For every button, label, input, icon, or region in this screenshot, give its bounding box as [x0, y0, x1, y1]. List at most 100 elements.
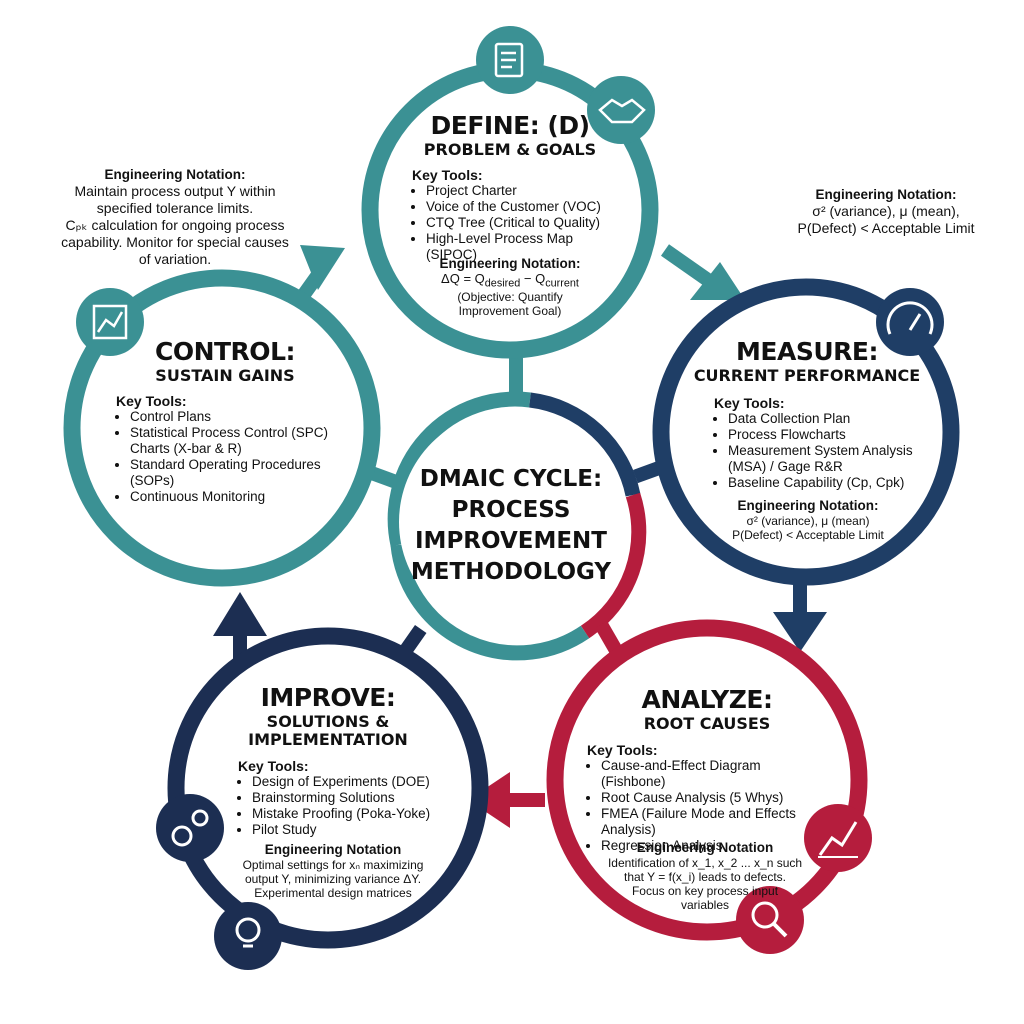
right-engineering-note: Engineering Notation: σ² (variance), μ (…: [768, 186, 1004, 237]
define-tool: High-Level Process Map (SIPOC): [426, 231, 622, 263]
control-tool: Statistical Process Control (SPC) Charts…: [130, 425, 336, 457]
measure-tools-label: Key Tools:: [714, 395, 785, 411]
arrow-analyze-to-improve: [468, 772, 510, 828]
define-title: DEFINE: (D): [430, 111, 590, 140]
control-tool: Continuous Monitoring: [130, 489, 336, 505]
define-tool: Voice of the Customer (VOC): [426, 199, 622, 215]
improve-title: IMPROVE:: [260, 683, 396, 712]
analyze-eng: Engineering Notation Identification of x…: [600, 840, 810, 912]
analyze-title: ANALYZE:: [641, 685, 773, 714]
define-eng-formula: ΔQ = Qdesired − Qcurrent: [430, 270, 590, 291]
analyze-tools: Key Tools: Cause-and-Effect Diagram (Fis…: [587, 742, 827, 854]
right-note-label: Engineering Notation:: [815, 187, 957, 202]
left-note-line: of variation.: [138, 251, 212, 267]
arrow-measure-to-analyze: [773, 612, 827, 652]
measure-title: MEASURE:: [736, 337, 878, 366]
center-title-line1: DMAIC CYCLE:: [419, 466, 603, 492]
control-tool: Standard Operating Procedures (SOPs): [130, 457, 336, 489]
define-subtitle: PROBLEM & GOALS: [423, 139, 597, 159]
measure-content: MEASURE: CURRENT PERFORMANCE: [690, 337, 924, 385]
improve-subtitle-line: SOLUTIONS &: [266, 711, 390, 731]
control-chart-icon: [76, 288, 144, 356]
handshake-icon: [587, 76, 655, 144]
analyze-eng-label: Engineering Notation: [636, 840, 774, 855]
right-note-line: P(Defect) < Acceptable Limit: [797, 220, 975, 236]
define-eng-sub-desired: desired: [484, 277, 521, 290]
measure-eng-line: σ² (variance), μ (mean): [746, 513, 870, 528]
measure-tool: Process Flowcharts: [728, 427, 928, 443]
improve-eng-label: Engineering Notation: [264, 842, 402, 857]
measure-tool: Measurement System Analysis (MSA) / Gage…: [728, 443, 928, 475]
analyze-tool: FMEA (Failure Mode and Effects Analysis): [601, 806, 827, 838]
arrow-improve-to-control: [213, 592, 267, 636]
magnifier-icon: [736, 886, 804, 954]
improve-subtitle-line: IMPLEMENTATION: [248, 730, 408, 750]
center-title-line3: IMPROVEMENT: [415, 528, 607, 554]
improve-eng-line: output Y, minimizing variance ΔY.: [244, 871, 422, 886]
improve-tools-list: Design of Experiments (DOE) Brainstormin…: [238, 774, 448, 838]
control-tools: Key Tools: Control Plans Statistical Pro…: [116, 393, 336, 505]
checklist-icon: [476, 26, 544, 94]
analyze-subtitle: ROOT CAUSES: [643, 713, 771, 733]
improve-tool: Pilot Study: [252, 822, 448, 838]
define-eng: Engineering Notation: ΔQ = Qdesired − Qc…: [430, 256, 590, 318]
analyze-content: ANALYZE: ROOT CAUSES: [590, 685, 824, 733]
analyze-eng-line: Focus on key process input: [631, 883, 779, 898]
define-eng-label: Engineering Notation:: [439, 256, 581, 271]
define-tools-list: Project Charter Voice of the Customer (V…: [412, 183, 622, 263]
improve-circle: [167, 627, 489, 949]
measure-eng-label: Engineering Notation:: [737, 498, 879, 513]
measure-eng: Engineering Notation: σ² (variance), μ (…: [718, 498, 898, 542]
control-tool: Control Plans: [130, 409, 336, 425]
analyze-tool: Cause-and-Effect Diagram (Fishbone): [601, 758, 827, 790]
gears-icon: [156, 794, 224, 862]
analyze-eng-line: that Y = f(x_i) leads to defects.: [624, 869, 786, 884]
measure-subtitle: CURRENT PERFORMANCE: [693, 365, 921, 385]
define-content: DEFINE: (D) PROBLEM & GOALS: [395, 111, 625, 159]
define-tools: Key Tools: Project Charter Voice of the …: [412, 167, 622, 263]
analyze-eng-line: Identification of x_1, x_2 ... x_n such: [607, 855, 803, 870]
measure-tools: Key Tools: Data Collection Plan Process …: [714, 395, 928, 491]
define-eng-formula-part: ΔQ = Q: [441, 270, 485, 286]
control-tools-label: Key Tools:: [116, 393, 187, 409]
left-note-label: Engineering Notation:: [104, 167, 246, 182]
center-title-line2: PROCESS: [451, 497, 571, 523]
improve-eng: Engineering Notation Optimal settings fo…: [238, 842, 428, 900]
gauge-icon: [876, 288, 944, 356]
improve-eng-line: Experimental design matrices: [254, 885, 412, 900]
center-title-line4: METHODOLOGY: [410, 559, 612, 585]
left-note-line: Maintain process output Y within: [74, 183, 276, 199]
analyze-tool: Root Cause Analysis (5 Whys): [601, 790, 827, 806]
arrow-define-to-measure: [690, 262, 745, 300]
improve-tool: Brainstorming Solutions: [252, 790, 448, 806]
define-tool: CTQ Tree (Critical to Quality): [426, 215, 622, 231]
control-title: CONTROL:: [154, 337, 296, 366]
define-eng-formula-minus: − Q: [520, 270, 546, 286]
arrow-control-to-define: [300, 245, 345, 290]
measure-tool: Baseline Capability (Cp, Cpk): [728, 475, 928, 491]
improve-content: IMPROVE: SOLUTIONS & IMPLEMENTATION: [228, 683, 428, 750]
define-eng-sub-current: current: [545, 277, 579, 290]
center-ring-navy: [528, 392, 641, 497]
center-title: DMAIC CYCLE: PROCESS IMPROVEMENT METHODO…: [401, 464, 621, 588]
left-note-line: capability. Monitor for special causes: [61, 234, 289, 250]
improve-tools: Key Tools: Design of Experiments (DOE) B…: [238, 758, 448, 838]
left-note-line: Cₚₖ calculation for ongoing process: [65, 217, 285, 233]
left-note-line: specified tolerance limits.: [96, 200, 254, 216]
left-engineering-note: Engineering Notation: Maintain process o…: [40, 166, 310, 268]
control-tools-list: Control Plans Statistical Process Contro…: [116, 409, 336, 505]
analyze-eng-line: variables: [680, 897, 730, 912]
define-tool: Project Charter: [426, 183, 622, 199]
improve-eng-line: Optimal settings for xₙ maximizing: [242, 857, 424, 872]
measure-tools-list: Data Collection Plan Process Flowcharts …: [714, 411, 928, 491]
improve-tools-label: Key Tools:: [238, 758, 309, 774]
control-circle: [63, 269, 381, 587]
analyze-tools-label: Key Tools:: [587, 742, 658, 758]
center-ring-teal: [387, 391, 531, 547]
control-subtitle: SUSTAIN GAINS: [155, 365, 295, 385]
control-content: CONTROL: SUSTAIN GAINS: [120, 337, 330, 385]
measure-tool: Data Collection Plan: [728, 411, 928, 427]
define-eng-text: (Objective: Quantify Improvement Goal): [457, 290, 563, 319]
analyze-tools-list: Cause-and-Effect Diagram (Fishbone) Root…: [587, 758, 827, 854]
